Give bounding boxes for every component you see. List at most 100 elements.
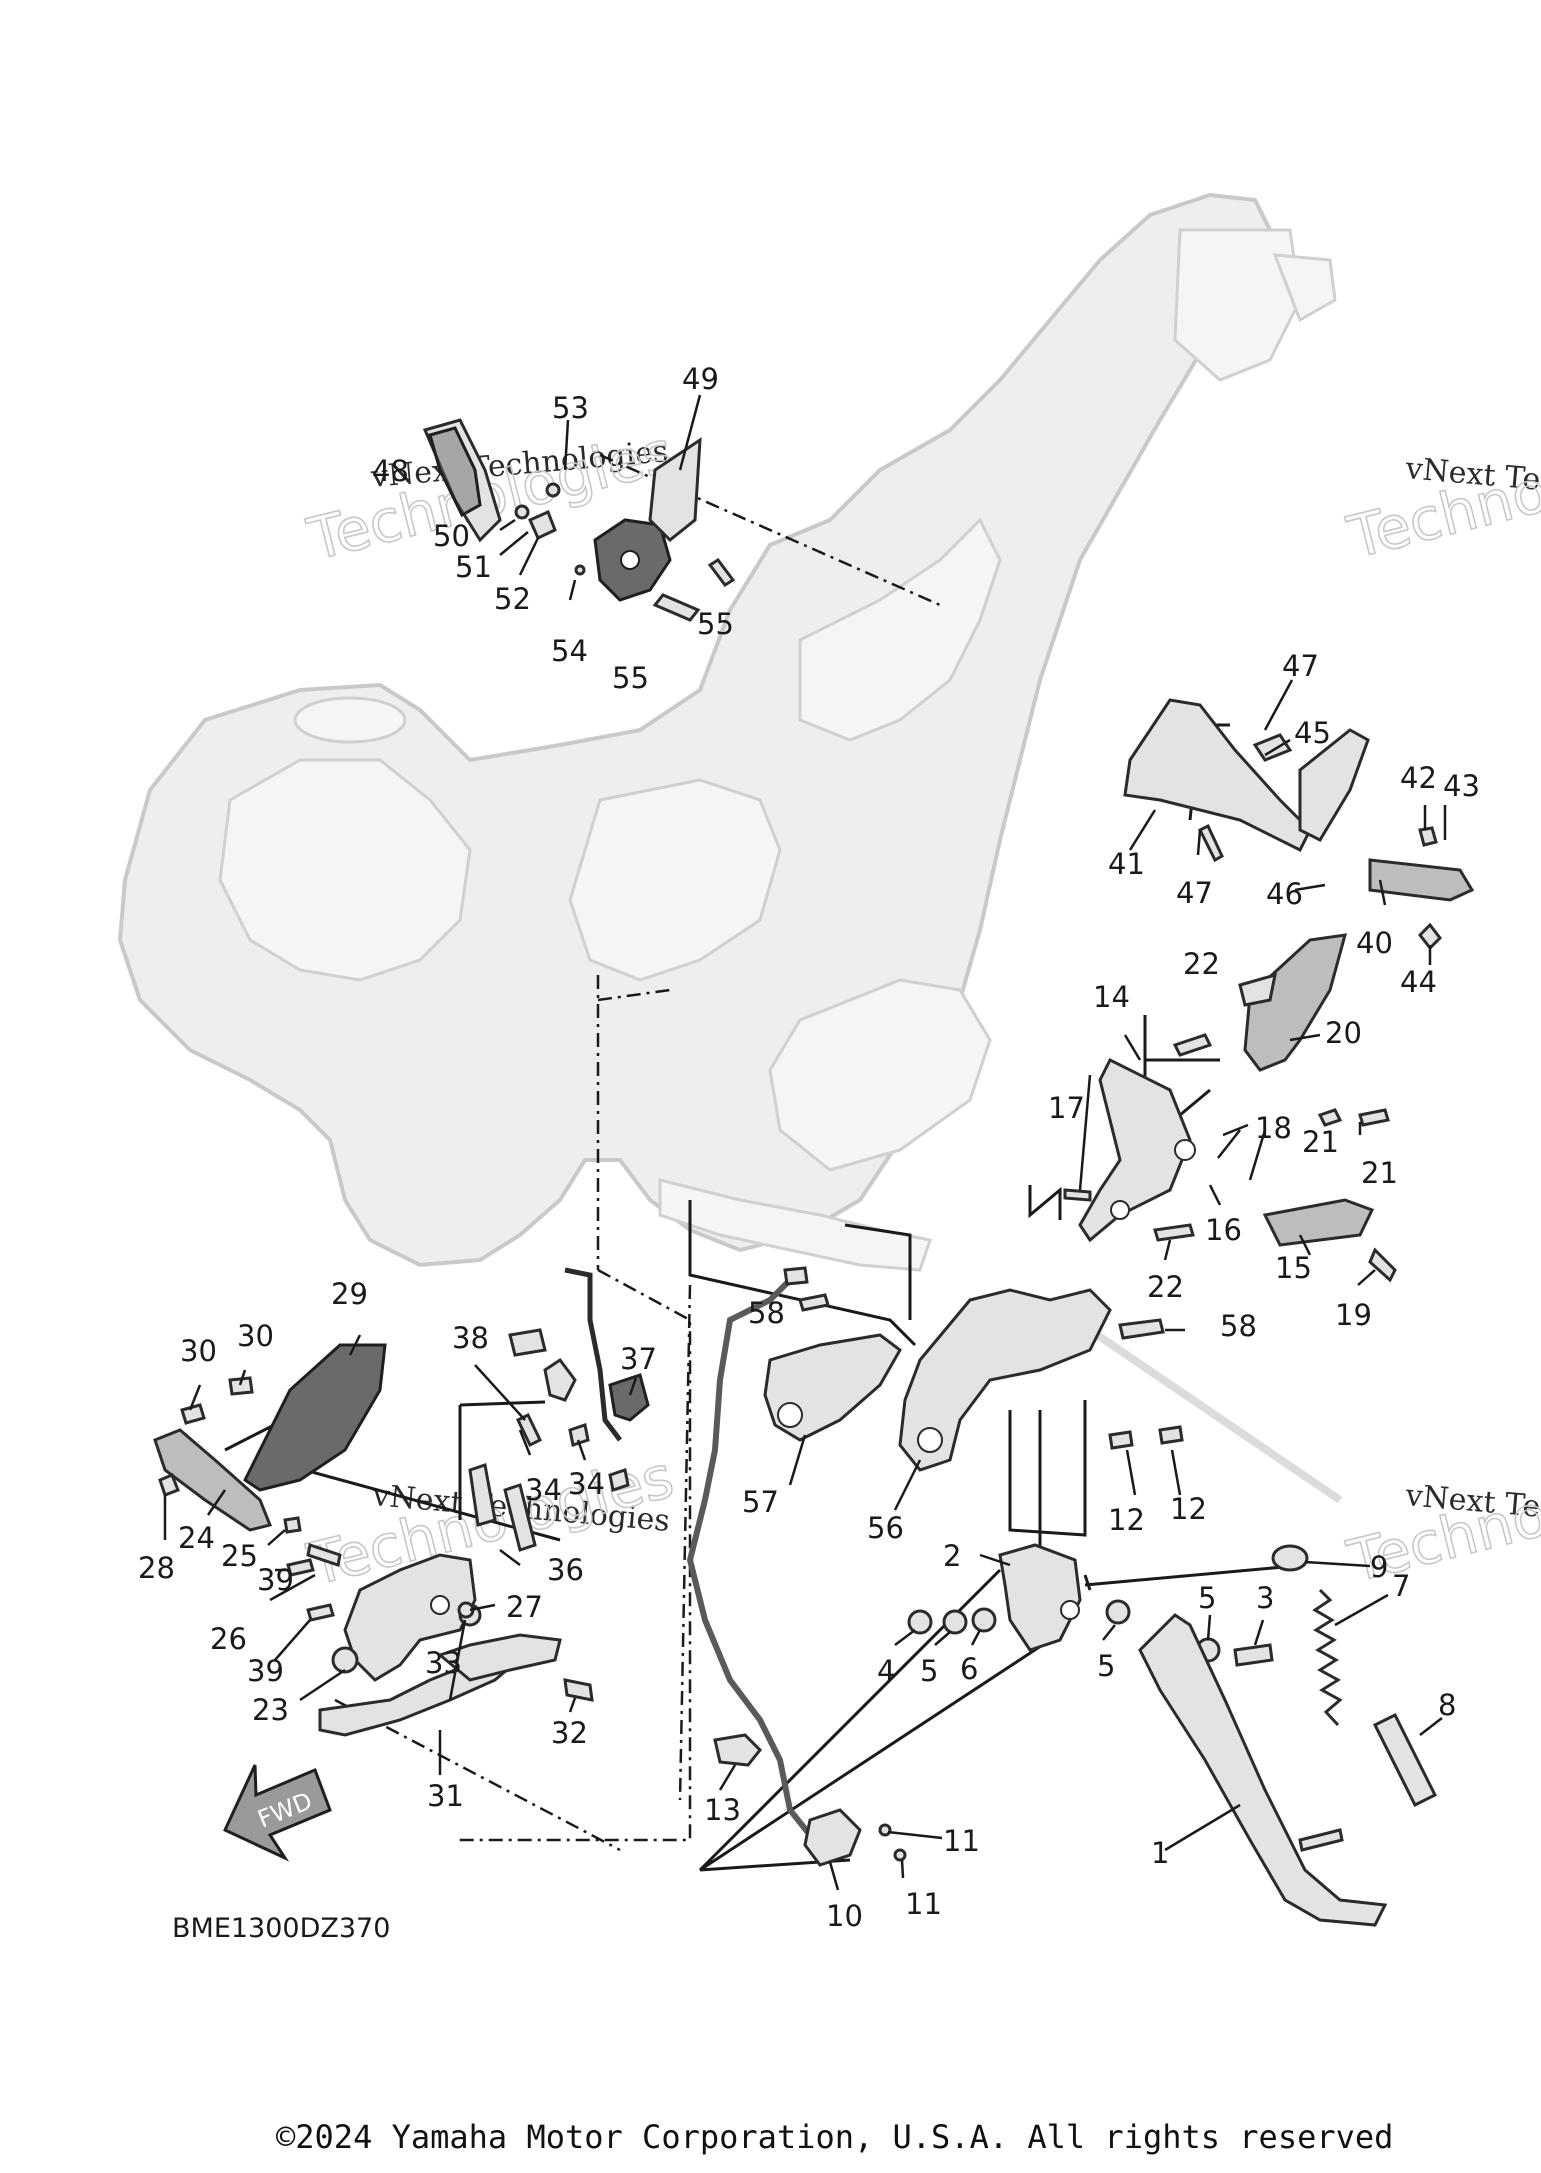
- copyright-notice: ©2024 Yamaha Motor Corporation, U.S.A. A…: [276, 2118, 1394, 2156]
- lower-bracket-56: [898, 1288, 1184, 1472]
- callout-34-b: 34: [568, 1467, 605, 1501]
- bolts-55: [574, 557, 736, 622]
- callout-57: 57: [742, 1485, 779, 1519]
- callout-34-a: 34: [525, 1473, 562, 1507]
- callout-49: 49: [682, 362, 719, 396]
- callout-18: 18: [1255, 1111, 1292, 1145]
- callout-30-a: 30: [180, 1334, 217, 1368]
- sidestand-switch-wire: [686, 1266, 813, 1837]
- callout-5-c: 5: [1198, 1581, 1216, 1615]
- callout-2: 2: [943, 1539, 961, 1573]
- callout-47-a: 47: [1282, 649, 1319, 683]
- callout-39-a: 39: [257, 1563, 294, 1597]
- callout-9: 9: [1370, 1550, 1388, 1584]
- callout-54: 54: [551, 634, 588, 668]
- wire-clamp: [713, 1733, 763, 1767]
- diagram-code: BME1300DZ370: [172, 1913, 390, 1944]
- callout-23: 23: [252, 1693, 289, 1727]
- callout-15: 15: [1275, 1251, 1312, 1285]
- shift-pedal: [318, 1603, 594, 1737]
- rear-footrest-peg-left: [422, 418, 502, 543]
- rear-footrest-bracket-left: [593, 437, 702, 602]
- callout-leaders: [163, 394, 1447, 1891]
- callout-12-b: 12: [1170, 1492, 1207, 1526]
- callout-47-b: 47: [1176, 876, 1213, 910]
- quick-shifter-sensor: [508, 1267, 650, 1442]
- callout-58-b: 58: [1220, 1309, 1257, 1343]
- callout-28: 28: [138, 1551, 175, 1585]
- callout-1: 1: [1151, 1836, 1169, 1870]
- callout-52: 52: [494, 582, 531, 616]
- callout-22-a: 22: [1183, 947, 1220, 981]
- motorcycle-frame: [117, 192, 1343, 1504]
- callout-55-a: 55: [612, 661, 649, 695]
- footrest-bracket-left: [306, 1463, 497, 1682]
- callout-numbers: 48 49 53 50 51 52 54 55 55 47 45 42 43 4…: [138, 362, 1480, 1933]
- callout-43: 43: [1443, 769, 1480, 803]
- sidestand-switch: [803, 1808, 907, 1867]
- small-plate: [514, 482, 561, 541]
- rear-footrest-peg-right: [1197, 823, 1475, 951]
- callout-37: 37: [620, 1342, 657, 1376]
- rear-footrest-bracket-right: [1123, 698, 1370, 853]
- callout-5-a: 5: [920, 1654, 938, 1688]
- callout-21-a: 21: [1302, 1125, 1339, 1159]
- callout-11-a: 11: [943, 1824, 980, 1858]
- watermark-top-right: vNext Tec Techno: [1340, 451, 1541, 573]
- callout-40: 40: [1356, 926, 1393, 960]
- callout-41: 41: [1108, 847, 1145, 881]
- callout-5-b: 5: [1097, 1649, 1115, 1683]
- callout-8: 8: [1438, 1688, 1456, 1722]
- callout-16: 16: [1205, 1213, 1242, 1247]
- callout-14: 14: [1093, 980, 1130, 1014]
- sidestand-bracket: [998, 1543, 1082, 1652]
- callout-10: 10: [826, 1899, 863, 1933]
- callout-36: 36: [547, 1553, 584, 1587]
- heel-guard-right: [1238, 933, 1348, 1072]
- callout-44: 44: [1400, 965, 1437, 999]
- footrest-bracket-right: [1063, 1033, 1213, 1243]
- callout-30-b: 30: [237, 1319, 274, 1353]
- callout-38: 38: [452, 1321, 489, 1355]
- callout-11-b: 11: [905, 1887, 942, 1921]
- callout-29: 29: [331, 1277, 368, 1311]
- callout-42: 42: [1400, 761, 1437, 795]
- callout-31: 31: [427, 1779, 464, 1813]
- callout-25: 25: [221, 1539, 258, 1573]
- callout-7: 7: [1392, 1569, 1410, 1603]
- callout-26: 26: [210, 1622, 247, 1656]
- callout-22-b: 22: [1147, 1270, 1184, 1304]
- callout-50: 50: [433, 519, 470, 553]
- callout-45: 45: [1294, 716, 1331, 750]
- callout-27: 27: [506, 1590, 543, 1624]
- callout-19: 19: [1335, 1298, 1372, 1332]
- callout-17: 17: [1048, 1091, 1085, 1125]
- callout-39-b: 39: [247, 1654, 284, 1688]
- callout-48: 48: [372, 454, 409, 488]
- callout-20: 20: [1325, 1016, 1362, 1050]
- lower-bracket-57: [763, 1293, 902, 1442]
- callout-53: 53: [552, 391, 589, 425]
- callout-56: 56: [867, 1511, 904, 1545]
- small-bolts-left: [180, 1376, 475, 1622]
- heel-guard-left: [243, 1343, 387, 1492]
- callout-33: 33: [425, 1646, 462, 1680]
- callout-55-b: 55: [697, 607, 734, 641]
- sidestand-small-parts: [907, 1544, 1309, 1667]
- sidestand-spring: [1312, 1588, 1343, 1727]
- shift-rod: [503, 1357, 630, 1552]
- callout-32: 32: [551, 1716, 588, 1750]
- sidestand: [1138, 1613, 1388, 1927]
- footrest-peg-left: [153, 1428, 273, 1532]
- callout-51: 51: [455, 550, 492, 584]
- callout-6: 6: [960, 1652, 978, 1686]
- forward-direction-arrow: FWD: [223, 1764, 332, 1862]
- callout-58-a: 58: [748, 1296, 785, 1330]
- callout-12-a: 12: [1108, 1503, 1145, 1537]
- callout-24: 24: [178, 1521, 215, 1555]
- callout-3: 3: [1256, 1581, 1274, 1615]
- callout-13: 13: [704, 1793, 741, 1827]
- callout-21-b: 21: [1361, 1156, 1398, 1190]
